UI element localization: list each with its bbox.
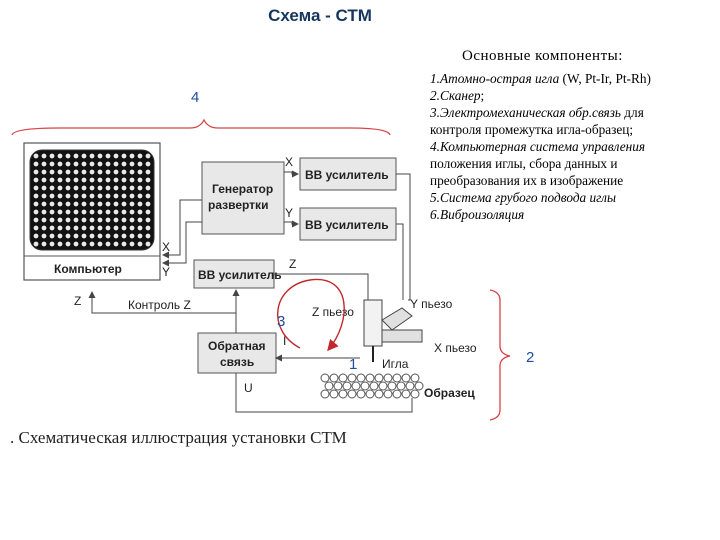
z-piezo-label: Z пьезо [312, 305, 354, 319]
y-signal-label: Y [285, 206, 293, 220]
components-list: 1.Атомно-острая игла (W, Pt-Ir, Pt-Rh) 2… [430, 70, 695, 223]
label-1: 1 [349, 356, 357, 373]
feedback-label-1: Обратная [208, 339, 266, 353]
label-4: 4 [191, 89, 199, 106]
feedback-loop-arrow [277, 278, 345, 352]
feedback-label-2: связь [220, 355, 254, 369]
page-title: Схема - СТМ [268, 6, 372, 25]
x-piezo-label: X пьезо [434, 341, 477, 355]
amp-z-label: ВВ усилитель [198, 268, 282, 282]
hv-amplifier-y-box [299, 207, 397, 241]
current-label: I [283, 334, 286, 348]
feedback-box [197, 332, 277, 374]
label-3: 3 [277, 313, 285, 330]
z-piezo [363, 299, 383, 347]
tip-label: Игла [382, 357, 409, 371]
scan-generator-box [201, 161, 285, 235]
component-item-6: 6.Виброизоляция [430, 207, 525, 222]
x-piezo [381, 329, 423, 343]
generator-label-1: Генератор [212, 182, 273, 196]
component-item-3: 3.Электромеханическая обр.связь для конт… [430, 105, 644, 137]
hv-amplifier-z-box [193, 259, 275, 289]
sample-atoms [320, 373, 424, 399]
label-2: 2 [526, 349, 534, 366]
z-left-label: Z [74, 294, 81, 308]
amp-y-label: ВВ усилитель [305, 218, 389, 232]
brace-4 [11, 118, 391, 136]
brace-2 [489, 289, 511, 421]
generator-label-2: развертки [208, 198, 268, 212]
bias-label: U [244, 381, 253, 395]
monitor-screen [29, 149, 155, 251]
y-comp-label: Y [162, 265, 170, 279]
z-amp-signal-label: Z [289, 257, 296, 271]
component-item-5: 5.Система грубого подвода иглы [430, 190, 616, 205]
figure-caption: . Схематическая иллюстрация установки СТ… [10, 428, 347, 447]
amp-x-label: ВВ усилитель [305, 168, 389, 182]
control-z-label: Контроль Z [128, 298, 191, 312]
component-item-2: 2.Сканер; [430, 88, 485, 103]
x-signal-label: X [285, 155, 293, 169]
computer-label: Компьютер [54, 262, 122, 276]
components-heading: Основные компоненты: [462, 48, 623, 64]
y-piezo [381, 307, 413, 331]
y-piezo-label: Y пьезо [410, 297, 453, 311]
component-item-4: 4.Компьютерная система управления положе… [430, 139, 646, 188]
x-comp-label: X [162, 240, 170, 254]
component-item-1: 1.Атомно-острая игла (W, Pt-Ir, Pt-Rh) [430, 71, 651, 86]
hv-amplifier-x-box [299, 157, 397, 191]
sample-label: Образец [424, 386, 475, 400]
